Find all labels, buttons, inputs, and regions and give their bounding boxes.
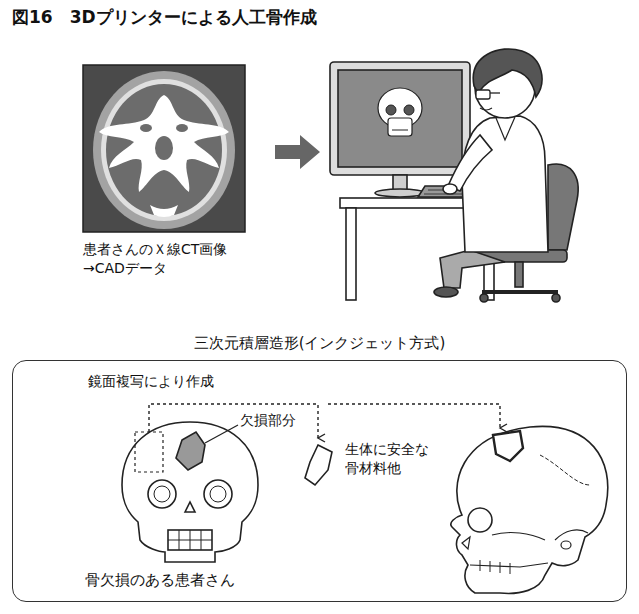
ct-image-part bbox=[150, 205, 178, 217]
front-skull-part bbox=[122, 422, 258, 562]
computer-operator-part bbox=[515, 262, 523, 287]
figure-title: 図16 3Dプリンターによる人工骨作成 bbox=[12, 6, 317, 29]
side-skull-part bbox=[555, 530, 588, 540]
computer-operator-part bbox=[480, 294, 488, 302]
side-skull-part bbox=[492, 533, 545, 540]
process-panel: 三次元積層造形(インクジェット方式) bbox=[12, 330, 627, 602]
front-skull-part bbox=[135, 432, 163, 472]
front-skull-part bbox=[205, 425, 238, 443]
side-skull-part bbox=[480, 560, 481, 571]
computer-operator-part bbox=[496, 117, 515, 140]
front-skull-part bbox=[154, 486, 170, 502]
computer-operator-part bbox=[480, 108, 492, 110]
front-skull-part bbox=[185, 502, 195, 512]
ct-image-part bbox=[83, 65, 245, 232]
computer-operator-part bbox=[404, 105, 414, 115]
patient-label: 骨欠損のある患者さん bbox=[85, 570, 235, 590]
side-skull bbox=[451, 426, 608, 593]
front-skull-part bbox=[148, 480, 176, 508]
computer-operator-part bbox=[375, 189, 425, 197]
dashed-flow-part bbox=[328, 404, 500, 428]
front-skull-part bbox=[204, 480, 232, 508]
side-skull-part bbox=[493, 431, 523, 461]
computer-operator-part bbox=[448, 135, 492, 191]
computer-operator-part bbox=[346, 208, 356, 300]
material-label: 生体に安全な 骨材料他 bbox=[345, 440, 432, 478]
front-skull-part bbox=[179, 530, 180, 550]
front-skull-part bbox=[201, 530, 202, 550]
ct-image-part bbox=[99, 95, 229, 192]
bone-piece bbox=[305, 445, 332, 485]
computer-operator-part bbox=[476, 90, 490, 99]
computer-operator-part bbox=[443, 184, 457, 194]
ct-image bbox=[83, 65, 245, 232]
computer-operator-part bbox=[392, 130, 408, 131]
computer-operator bbox=[330, 49, 578, 302]
computer-operator-part bbox=[434, 287, 458, 297]
side-skull-part bbox=[561, 541, 571, 549]
computer-operator-part bbox=[482, 290, 558, 294]
panel-border bbox=[12, 360, 627, 602]
ct-image-part bbox=[155, 136, 173, 160]
flow-arrow bbox=[275, 135, 320, 169]
side-skull-part bbox=[490, 561, 491, 572]
front-skull-part bbox=[168, 530, 212, 550]
computer-operator-part bbox=[388, 118, 412, 136]
side-skull-part bbox=[462, 537, 470, 549]
side-skull-part bbox=[451, 426, 608, 593]
side-skull-part bbox=[468, 508, 492, 532]
computer-operator-part bbox=[338, 70, 462, 167]
computer-operator-part bbox=[552, 294, 560, 302]
process-note: 鏡面複写により作成 bbox=[88, 372, 214, 391]
ct-image-part bbox=[140, 124, 152, 132]
computer-operator-part bbox=[490, 92, 500, 93]
computer-operator-part bbox=[548, 164, 578, 250]
ct-image-part bbox=[176, 124, 188, 132]
front-skull bbox=[122, 422, 258, 562]
computer-operator-part bbox=[462, 116, 548, 252]
front-skull-part bbox=[176, 432, 205, 470]
side-skull-part bbox=[540, 455, 590, 485]
image-caption: 患者さんのＸ線CT画像 →CADデータ bbox=[83, 240, 231, 278]
computer-operator-part bbox=[330, 62, 470, 175]
ct-image-part bbox=[93, 71, 235, 229]
front-skull-part bbox=[190, 530, 191, 550]
panel-heading: 三次元積層造形(インクジェット方式) bbox=[12, 332, 627, 354]
front-skull-part bbox=[210, 486, 226, 502]
computer-operator-part bbox=[440, 250, 505, 288]
computer-operator-part bbox=[386, 105, 396, 115]
side-skull-part bbox=[470, 563, 548, 567]
side-skull-part bbox=[500, 562, 501, 573]
callout-label: 欠損部分 bbox=[240, 411, 296, 430]
side-skull-part bbox=[510, 563, 511, 574]
